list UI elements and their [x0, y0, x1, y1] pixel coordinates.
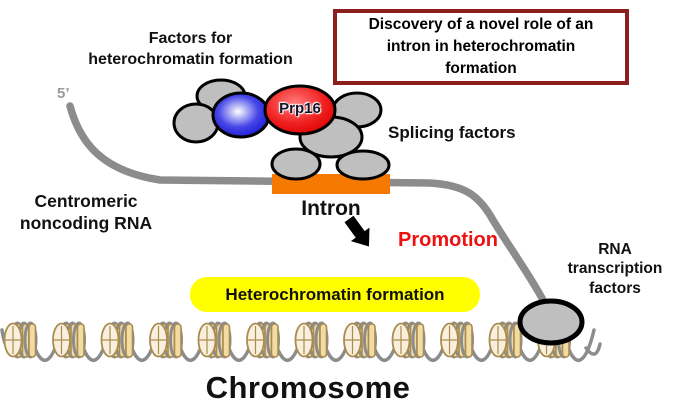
nucleosome [197, 321, 232, 359]
title-box: Discovery of a novel role of an intron i… [333, 9, 629, 85]
nucleosome [391, 321, 426, 359]
nucleosome [149, 321, 183, 359]
spool-face-cross [345, 326, 360, 354]
heterochromatin-formation-label: Heterochromatin formation [225, 284, 445, 304]
blue-factor-ellipse [211, 91, 271, 139]
spool-band [513, 323, 522, 358]
spool-face-cross [199, 326, 215, 354]
nucleosome [100, 321, 135, 359]
transcription-factor-ellipse [517, 298, 585, 346]
nucleosome [488, 321, 523, 359]
spool-band [416, 323, 425, 358]
title-text: Discovery of a novel role of an intron i… [368, 16, 594, 77]
splicing-factors-label: Splicing factors [388, 123, 516, 142]
nucleosome [343, 321, 377, 359]
nucleosome [440, 321, 474, 359]
heterochromatin-factor-ellipse [172, 102, 220, 144]
spool-face-cross [54, 326, 69, 354]
nucleosome [246, 321, 280, 359]
spool-band [367, 323, 376, 358]
spool-band [28, 323, 37, 358]
spool-face-cross [296, 326, 312, 354]
prp16-ellipse [263, 84, 337, 136]
factors-label: Factors for heterochromatin formation [88, 30, 293, 69]
spool-band [270, 323, 279, 358]
spool-band [222, 323, 231, 358]
rna-strand [66, 102, 547, 304]
spool-band [464, 323, 473, 358]
promotion-label: Promotion [398, 229, 498, 251]
five-prime-label: 5’ [57, 85, 70, 102]
spool-face-cross [151, 326, 166, 354]
spool-face-cross [5, 326, 21, 354]
chromosome-label: Chromosome [205, 370, 411, 405]
nucleosome [294, 321, 329, 359]
nucleosome [52, 321, 86, 359]
spool-face-cross [490, 326, 506, 354]
centromeric-rna-label: Centromeric noncoding RNA [19, 191, 153, 233]
spool-band [76, 323, 85, 358]
intron-label: Intron [301, 197, 361, 220]
spool-band [173, 323, 182, 358]
protein-cluster [172, 78, 391, 181]
heterochromatin-formation-box: Heterochromatin formation [190, 277, 480, 312]
linker-dna-end [584, 342, 602, 356]
promotion-arrow [344, 215, 370, 247]
spool-face-cross [442, 326, 457, 354]
rna-transcription-factors-label: RNA transcription factors [567, 241, 663, 297]
nucleosome-row [0, 321, 602, 362]
spool-face-cross [248, 326, 263, 354]
spool-band [319, 323, 328, 358]
spool-face-cross [102, 326, 118, 354]
prp16-label: Prp16 [279, 100, 321, 117]
spool-face-cross [393, 326, 409, 354]
spool-band [125, 323, 134, 358]
splicing-factor-ellipse [270, 147, 322, 181]
nucleosome [3, 321, 38, 359]
splicing-factor-ellipse [335, 149, 391, 181]
